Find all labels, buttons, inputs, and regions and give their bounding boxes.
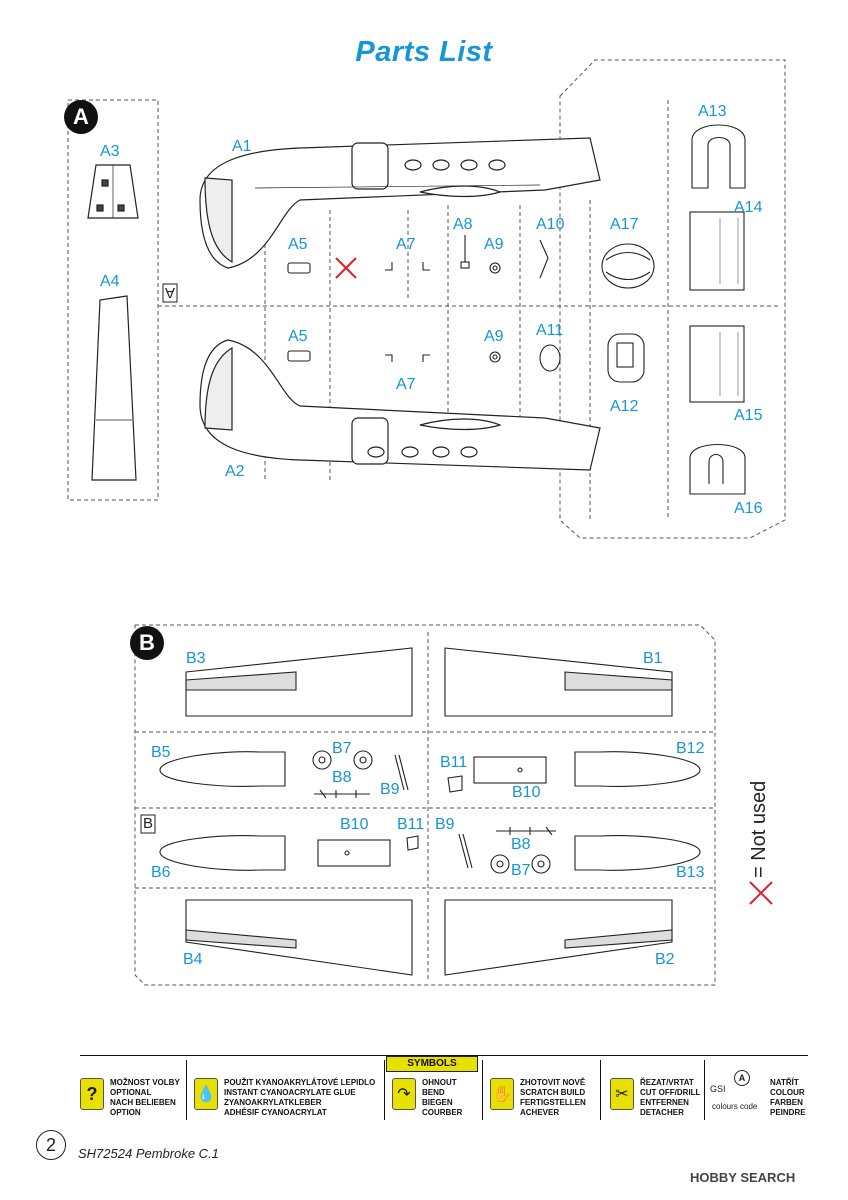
legend-divider: [186, 1060, 187, 1120]
watermark: HOBBY SEARCH: [690, 1170, 796, 1185]
part-label-b10: B10: [340, 816, 369, 833]
legend-bend-cz: OHNOUT: [422, 1078, 457, 1087]
legend-cut: ✂ ŘEZAT/VRTAT CUT OFF/DRILL ENTFERNEN DE…: [610, 1070, 702, 1120]
part-label-a1: A1: [232, 138, 252, 155]
legend-scratch-de: FERTIGSTELLEN: [520, 1098, 586, 1107]
legend-optional-cz: MOŽNOST VOLBY: [110, 1078, 180, 1087]
page-number: 2: [36, 1130, 66, 1160]
sprue-b-badge: B: [130, 626, 164, 660]
part-label-a9: A9: [484, 236, 504, 253]
part-label-b9: B9: [380, 781, 400, 798]
part-label-b7: B7: [332, 740, 352, 757]
legend-divider: [600, 1060, 601, 1120]
legend-cut-cz: ŘEZAT/VRTAT: [640, 1078, 694, 1087]
part-label-a12: A12: [610, 398, 639, 415]
part-label-a15: A15: [734, 407, 763, 424]
part-label-a11: A11: [536, 322, 564, 339]
part-label-a7: A7: [396, 236, 416, 253]
part-label-a16: A16: [734, 500, 763, 517]
part-label-b6: B6: [151, 864, 171, 881]
legend-cut-fr: DETACHER: [640, 1108, 684, 1117]
part-label-a10: A10: [536, 216, 565, 233]
legend-glue-cz: POUŽIT KYANOAKRYLÁTOVÉ LEPIDLO: [224, 1078, 376, 1087]
legend-bend: ↷ OHNOUT BEND BIEGEN COURBER: [392, 1070, 482, 1120]
legend-bend-de: BIEGEN: [422, 1098, 453, 1107]
part-label-b8: B8: [511, 836, 531, 853]
part-label-b7: B7: [511, 862, 531, 879]
part-label-a4: A4: [100, 273, 120, 290]
legend-cut-en: CUT OFF/DRILL: [640, 1088, 701, 1097]
sprue-a-badge: A: [64, 100, 98, 134]
legend-scratch-en: SCRATCH BUILD: [520, 1088, 586, 1097]
legend-scratch: ✋ ZHOTOVIT NOVĚ SCRATCH BUILD FERTIGSTEL…: [490, 1070, 598, 1120]
legend-cut-de: ENTFERNEN: [640, 1098, 689, 1107]
legend-paint-cz: NATŘÍT: [770, 1078, 799, 1087]
legend-gsi: GSI A colours code NATŘÍT COLOUR FARBEN …: [710, 1070, 810, 1120]
legend-glue-de: ZYANOAKRYLATKLEBER: [224, 1098, 322, 1107]
part-label-a13: A13: [698, 103, 727, 120]
legend-optional-de: NACH BELIEBEN: [110, 1098, 176, 1107]
part-label-b8: B8: [332, 769, 352, 786]
legend-bend-fr: COURBER: [422, 1108, 463, 1117]
gsi-badge: A: [734, 1070, 750, 1086]
page-title: Parts List: [355, 36, 493, 68]
question-icon: ?: [80, 1078, 104, 1110]
part-label-b9: B9: [435, 816, 455, 833]
part-label-b2: B2: [655, 951, 675, 968]
part-label-a2: A2: [225, 463, 245, 480]
part-label-b13: B13: [676, 864, 705, 881]
legend-glue: 💧 POUŽIT KYANOAKRYLÁTOVÉ LEPIDLO INSTANT…: [194, 1070, 384, 1120]
legend-bend-en: BEND: [422, 1088, 445, 1097]
hand-icon: ✋: [490, 1078, 514, 1110]
part-label-b5: B5: [151, 744, 171, 761]
symbols-legend: SYMBOLS ? MOŽNOST VOLBY OPTIONAL NACH BE…: [80, 1055, 808, 1128]
bend-icon: ↷: [392, 1078, 416, 1110]
legend-scratch-fr: ACHEVER: [520, 1108, 560, 1117]
part-label-a5: A5: [288, 236, 308, 253]
legend-glue-fr: ADHÉSIF CYANOACRYLAT: [224, 1108, 327, 1117]
not-used-text: = Not used: [748, 780, 770, 878]
part-label-b3: B3: [186, 650, 206, 667]
part-label-b10: B10: [512, 784, 541, 801]
legend-paint-de: FARBEN: [770, 1098, 803, 1107]
sprue-a-gate-letter: A: [165, 284, 176, 301]
part-label-a9: A9: [484, 328, 504, 345]
legend-scratch-cz: ZHOTOVIT NOVĚ: [520, 1078, 586, 1087]
part-label-b12: B12: [676, 740, 705, 757]
sprue-b-gate-letter: B: [143, 815, 154, 832]
part-label-b11: B11: [440, 754, 468, 771]
legend-optional-fr: OPTION: [110, 1108, 141, 1117]
part-label-a14: A14: [734, 199, 763, 216]
glue-drop-icon: 💧: [194, 1078, 218, 1110]
legend-glue-en: INSTANT CYANOACRYLATE GLUE: [224, 1088, 356, 1097]
part-label-b1: B1: [643, 650, 663, 667]
symbols-header: SYMBOLS: [386, 1056, 478, 1072]
part-label-a7: A7: [396, 376, 416, 393]
legend-divider: [482, 1060, 483, 1120]
part-label-b11: B11: [397, 816, 425, 833]
legend-paint-fr: PEINDRE: [770, 1108, 806, 1117]
gsi-colours-code: colours code: [712, 1102, 758, 1111]
legend-divider: [384, 1060, 385, 1120]
legend-optional-en: OPTIONAL: [110, 1088, 152, 1097]
cut-drill-icon: ✂: [610, 1078, 634, 1110]
part-label-a3: A3: [100, 143, 120, 160]
part-label-a17: A17: [610, 216, 639, 233]
part-label-b4: B4: [183, 951, 203, 968]
legend-divider: [704, 1060, 705, 1120]
part-label-a8: A8: [453, 216, 473, 233]
not-used-note: = Not used: [748, 778, 778, 878]
legend-paint-en: COLOUR: [770, 1088, 805, 1097]
legend-optional: ? MOŽNOST VOLBY OPTIONAL NACH BELIEBEN O…: [80, 1070, 180, 1120]
kit-code: SH72524 Pembroke C.1: [78, 1146, 219, 1161]
part-label-a5: A5: [288, 328, 308, 345]
gsi-text: GSI: [710, 1084, 726, 1094]
